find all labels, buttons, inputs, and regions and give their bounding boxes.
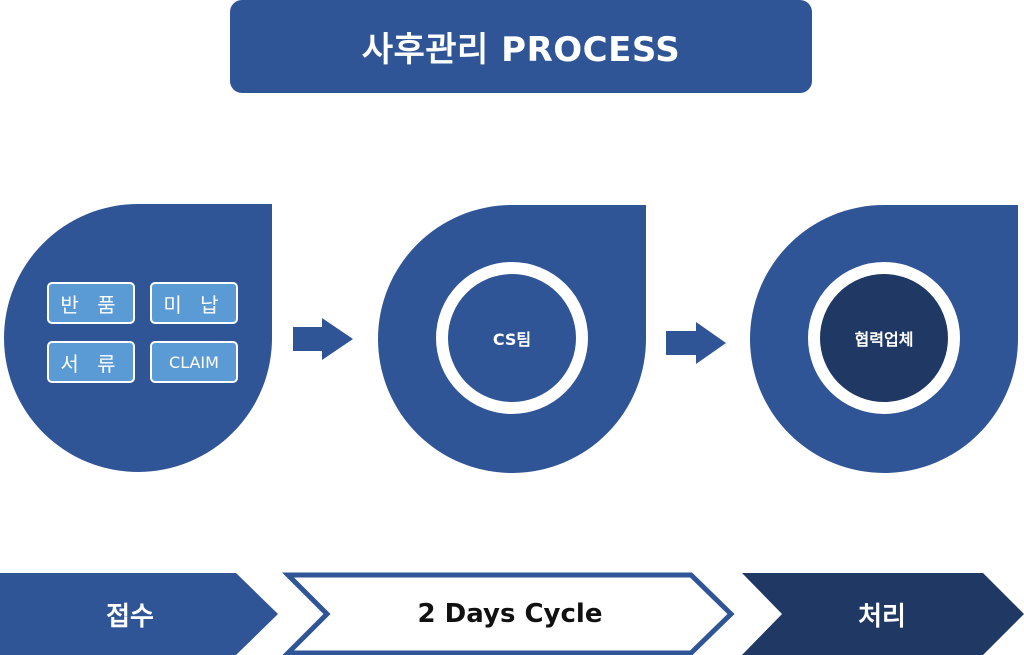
stage-chevron-cycle — [281, 572, 735, 655]
stage-chevron-intake — [0, 573, 278, 655]
stage-label-intake: 접수 — [106, 601, 154, 632]
stage-chevron-process — [742, 573, 1024, 655]
partner-label: 협력업체 — [854, 330, 914, 349]
intake-item-return: 반 품 — [47, 282, 135, 324]
intake-teardrop-shape — [4, 204, 273, 472]
stage-label-cycle: 2 Days Cycle — [417, 599, 603, 629]
partner-ring — [808, 262, 960, 414]
intake-item-documents: 서 류 — [47, 341, 135, 383]
arrow-right-icon — [666, 322, 726, 364]
page-title: 사후관리 PROCESS — [361, 30, 681, 70]
intake-item-claim: CLAIM — [150, 341, 238, 383]
stage-label-process: 처리 — [858, 601, 906, 632]
title-banner: 사후관리 PROCESS — [230, 0, 812, 93]
cs-ring — [436, 262, 588, 414]
arrow-right-icon — [293, 318, 353, 360]
intake-item-unpaid: 미 납 — [150, 282, 238, 324]
cs-team-label: CS팀 — [492, 330, 532, 349]
